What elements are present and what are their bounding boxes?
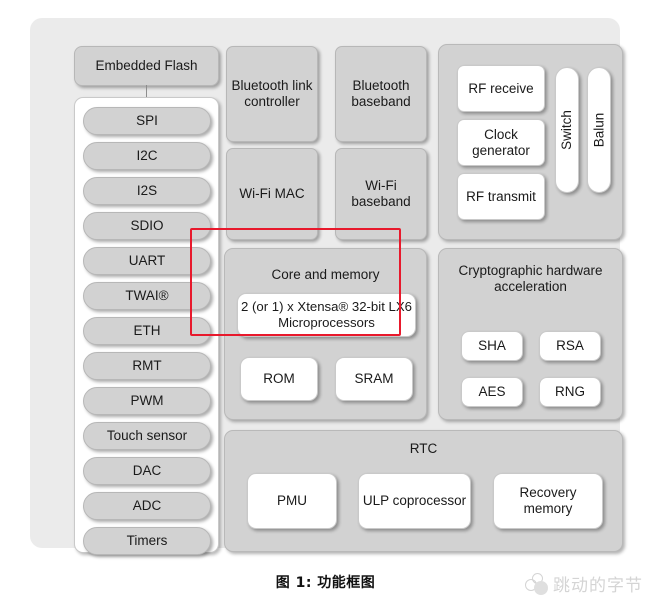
block-bluetooth-baseband[interactable]: Bluetooth baseband: [335, 46, 427, 142]
block-recovery-memory[interactable]: Recovery memory: [493, 473, 603, 529]
block-rom[interactable]: ROM: [240, 357, 318, 401]
block-ulp-coprocessor[interactable]: ULP coprocessor: [358, 473, 471, 529]
block-rf-receive[interactable]: RF receive: [457, 65, 545, 112]
block-dac[interactable]: DAC: [83, 457, 211, 485]
block-wifi-mac[interactable]: Wi-Fi MAC: [226, 148, 318, 240]
block-switch-label: Switch: [559, 110, 575, 150]
rtc-group: RTC PMU ULP coprocessor Recovery memory: [224, 430, 623, 552]
block-sdio[interactable]: SDIO: [83, 212, 211, 240]
block-pmu[interactable]: PMU: [247, 473, 337, 529]
block-rsa[interactable]: RSA: [539, 331, 601, 361]
block-xtensa-microprocessors[interactable]: 2 (or 1) x Xtensa® 32-bit LX6 Microproce…: [237, 293, 416, 337]
crypto-acceleration-title: Cryptographic hardware acceleration: [458, 263, 603, 295]
block-i2s[interactable]: I2S: [83, 177, 211, 205]
bouncing-bytes-logo-icon: [525, 572, 548, 595]
block-wifi-baseband[interactable]: Wi-Fi baseband: [335, 148, 427, 240]
block-timers[interactable]: Timers: [83, 527, 211, 555]
rf-group: RF receive Clock generator RF transmit S…: [438, 44, 623, 240]
block-twai[interactable]: TWAI®: [83, 282, 211, 310]
block-i2c[interactable]: I2C: [83, 142, 211, 170]
peripheral-list-group: SPI I2C I2S SDIO UART TWAI® ETH RMT PWM …: [74, 97, 219, 555]
block-balun[interactable]: Balun: [587, 67, 611, 193]
block-switch[interactable]: Switch: [555, 67, 579, 193]
block-pwm[interactable]: PWM: [83, 387, 211, 415]
core-and-memory-group: Core and memory 2 (or 1) x Xtensa® 32-bi…: [224, 248, 427, 420]
core-and-memory-title: Core and memory: [271, 267, 380, 282]
connector-flash-to-spi: [146, 85, 147, 105]
watermark-text: 跳动的字节: [553, 576, 643, 596]
block-bluetooth-link-controller[interactable]: Bluetooth link controller: [226, 46, 318, 142]
block-rmt[interactable]: RMT: [83, 352, 211, 380]
block-sha[interactable]: SHA: [461, 331, 523, 361]
block-rng[interactable]: RNG: [539, 377, 601, 407]
block-adc[interactable]: ADC: [83, 492, 211, 520]
crypto-acceleration-group: Cryptographic hardware acceleration SHA …: [438, 248, 623, 420]
block-embedded-flash[interactable]: Embedded Flash: [74, 46, 219, 86]
block-rf-transmit[interactable]: RF transmit: [457, 173, 545, 220]
block-aes[interactable]: AES: [461, 377, 523, 407]
block-uart[interactable]: UART: [83, 247, 211, 275]
block-sram[interactable]: SRAM: [335, 357, 413, 401]
rtc-title: RTC: [409, 441, 438, 456]
block-clock-generator[interactable]: Clock generator: [457, 119, 545, 166]
block-balun-label: Balun: [591, 112, 607, 148]
block-touch-sensor[interactable]: Touch sensor: [83, 422, 211, 450]
figure-caption: 图 1: 功能框图: [275, 575, 376, 591]
watermark: 跳动的字节: [525, 571, 643, 596]
functional-block-diagram: Embedded Flash SPI I2C I2S SDIO UART TWA…: [30, 18, 623, 555]
block-eth[interactable]: ETH: [83, 317, 211, 345]
block-spi[interactable]: SPI: [83, 107, 211, 135]
